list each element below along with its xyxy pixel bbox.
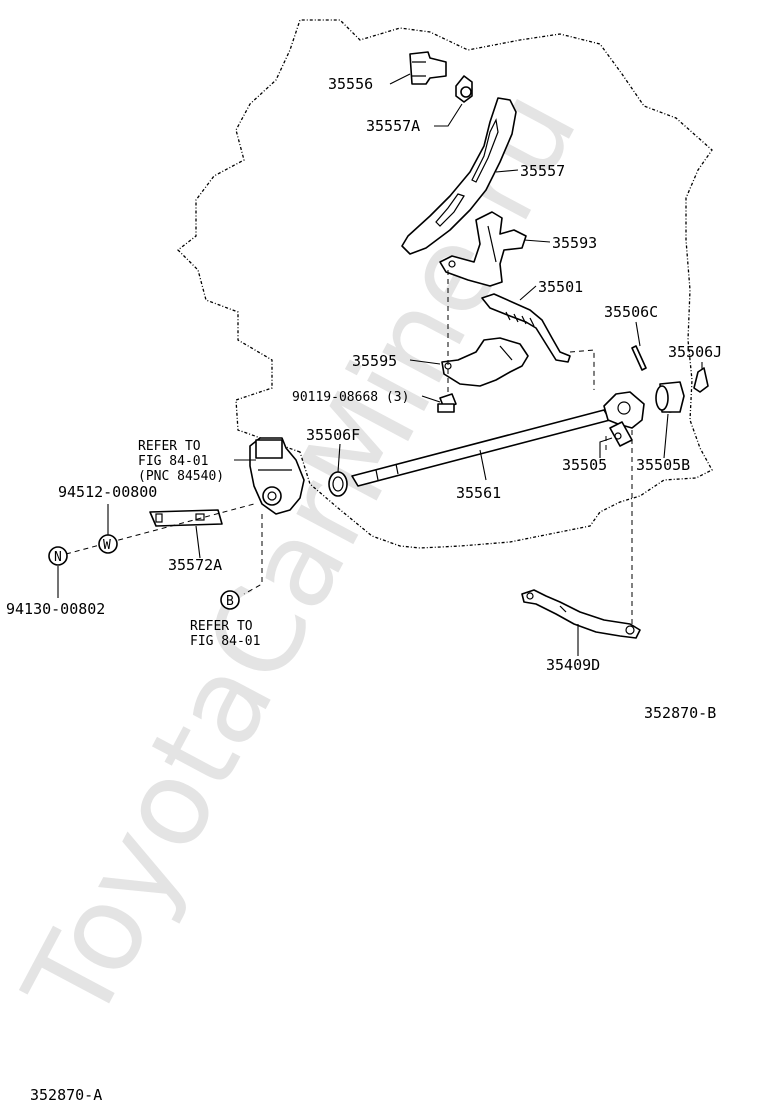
label-35505: 35505 [562, 456, 607, 474]
marker-n: N [54, 550, 62, 565]
oil-seal-35506F [328, 471, 348, 497]
label-94512: 94512-00800 [58, 483, 157, 501]
leader-90119 [421, 395, 441, 403]
label-35593: 35593 [552, 234, 597, 252]
refer-top-line1: REFER TO [138, 439, 201, 454]
refer-top-line3: (PNC 84540) [138, 469, 224, 484]
label-35561: 35561 [456, 484, 501, 502]
lever-35557 [401, 97, 517, 255]
label-35409D: 35409D [546, 656, 600, 674]
leader-35505 [599, 437, 613, 458]
bolt-90119 [437, 393, 457, 413]
bushing-35505B [655, 381, 685, 413]
refer-bottom-line2: FIG 84-01 [190, 634, 260, 649]
leader-35501 [519, 285, 537, 301]
bracket-35593 [439, 211, 527, 287]
alignment-line [243, 514, 263, 595]
alignment-line [65, 503, 255, 555]
label-35506J: 35506J [668, 343, 722, 361]
label-35501: 35501 [538, 278, 583, 296]
rod-35501 [481, 293, 571, 363]
label-35557: 35557 [520, 162, 565, 180]
marker-b: B [226, 594, 234, 609]
figure-code-a: 352870-A [30, 1086, 102, 1104]
leader-35556 [389, 73, 411, 85]
refer-bottom-line1: REFER TO [190, 619, 253, 634]
leader-35561 [479, 449, 487, 481]
label-35557A: 35557A [366, 117, 420, 135]
refer-top-line2: FIG 84-01 [138, 454, 208, 469]
label-35572A: 35572A [168, 556, 222, 574]
marker-w: W [103, 538, 111, 553]
alignment-line [569, 349, 595, 390]
label-90119: 90119-08668 (3) [292, 390, 409, 405]
watermark-text: ToyotaCarMine.ru [0, 68, 604, 1044]
label-35506F: 35506F [306, 426, 360, 444]
clip-35506J [693, 367, 709, 393]
label-35506C: 35506C [604, 303, 658, 321]
leader-35557 [495, 169, 519, 173]
leader-35505B [663, 413, 669, 459]
shaft-35561 [351, 391, 645, 487]
label-35595: 35595 [352, 352, 397, 370]
label-94130: 94130-00802 [6, 600, 105, 618]
pin-35506C [631, 345, 647, 371]
bolt-35556 [409, 51, 447, 85]
leader-35572A [195, 525, 201, 559]
marker-b-circle [220, 590, 240, 610]
label-35505B: 35505B [636, 456, 690, 474]
leader-35593 [523, 239, 551, 243]
leader-35595 [409, 359, 441, 365]
plate-35572A [149, 509, 223, 527]
leader-35506F [337, 443, 341, 473]
lever-35409D [521, 589, 641, 639]
label-35556: 35556 [328, 75, 373, 93]
marker-n-circle [48, 546, 68, 566]
leader-35557A [434, 103, 463, 127]
neutral-start-switch [249, 437, 305, 515]
clip-35557A [455, 75, 473, 103]
figure-code-b: 352870-B [644, 704, 716, 722]
marker-w-circle [98, 534, 118, 554]
leader-35506C [635, 321, 641, 347]
